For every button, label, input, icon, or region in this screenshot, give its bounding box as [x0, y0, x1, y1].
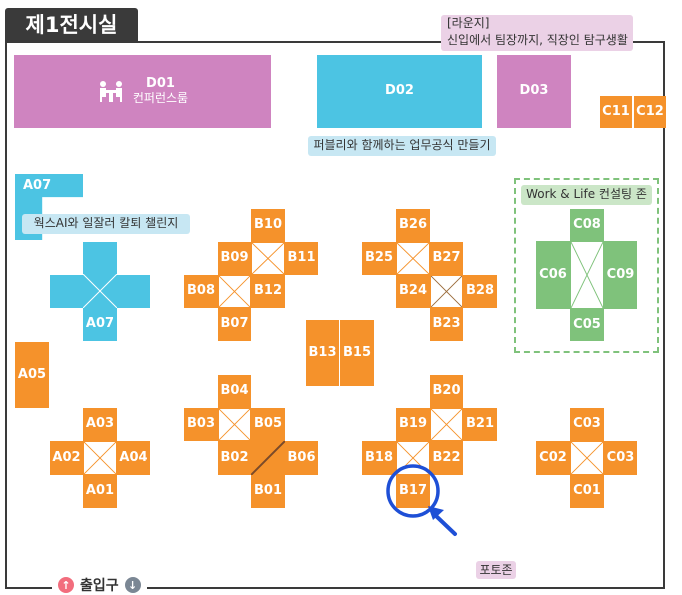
booth-A07-right[interactable] [117, 275, 150, 308]
booth-B26[interactable]: B26 [396, 209, 430, 242]
booth-B1x-hub-center [430, 408, 463, 441]
booth-B10[interactable]: B10 [251, 209, 285, 242]
booth-A02[interactable]: A02 [50, 441, 83, 475]
booth-A07-hub[interactable] [83, 274, 117, 308]
booth-A07-up[interactable] [83, 242, 117, 274]
booth-B04[interactable]: B04 [218, 375, 251, 408]
booth-B0x-hub-lower [251, 441, 285, 475]
booth-B25[interactable]: B25 [362, 242, 396, 275]
booth-D01[interactable]: D01 컨퍼런스룸 [14, 55, 271, 128]
booth-C01[interactable]: C01 [570, 475, 604, 508]
booth-B02[interactable]: B02 [218, 441, 251, 475]
booth-C03-top[interactable]: C03 [570, 408, 604, 441]
booth-sublabel: 컨퍼런스룸 [132, 91, 189, 106]
location-marker-icon [386, 464, 457, 536]
hall-border [5, 41, 665, 589]
a-zone-note: 웍스AI와 일잘러 칼퇴 챌린지 [22, 214, 190, 234]
booth-C05[interactable]: C05 [570, 309, 604, 341]
booth-B17[interactable]: B17 [396, 475, 430, 508]
booth-B20[interactable]: B20 [430, 375, 463, 408]
booth-B15[interactable]: B15 [340, 320, 374, 386]
booth-B24[interactable]: B24 [396, 275, 430, 308]
booth-B2x-hub-upper [396, 242, 430, 275]
booth-A05[interactable]: A05 [15, 342, 49, 408]
booth-B0x-hub-upper [218, 408, 251, 441]
booth-B21[interactable]: B21 [463, 408, 497, 441]
booth-B06[interactable]: B06 [285, 441, 318, 475]
booth-label: A07 [23, 178, 52, 193]
booth-C0x-hub [570, 441, 604, 475]
booth-B01[interactable]: B01 [251, 475, 285, 508]
booth-B27[interactable]: B27 [430, 242, 463, 275]
booth-C08[interactable]: C08 [570, 209, 604, 241]
booth-B2x-hub-lower [430, 275, 463, 308]
booth-B28[interactable]: B28 [463, 275, 497, 308]
meeting-people-icon [99, 81, 122, 103]
booth-B23[interactable]: B23 [430, 308, 463, 341]
booth-A07[interactable]: A07 [83, 308, 117, 341]
booth-B18[interactable]: B18 [362, 441, 396, 475]
booth-B05[interactable]: B05 [251, 408, 285, 441]
booth-B11[interactable]: B11 [285, 242, 318, 275]
booth-B07[interactable]: B07 [218, 308, 251, 341]
booth-B13[interactable]: B13 [306, 320, 339, 386]
booth-B-hub-upper [251, 242, 285, 275]
hall-title: 제1전시실 [5, 8, 138, 42]
booth-C06[interactable]: C06 [536, 241, 570, 309]
lounge-description: 신입에서 팀장까지, 직장인 탐구생활 [447, 33, 628, 47]
booth-B22[interactable]: B22 [430, 441, 463, 475]
booth-D02[interactable]: D02 [317, 55, 482, 128]
arrow-down-icon: ↓ [124, 577, 141, 593]
booth-A03[interactable]: A03 [83, 408, 117, 441]
booth-A07-left[interactable] [50, 275, 83, 308]
lounge-label: [라운지] 신입에서 팀장까지, 직장인 탐구생활 [441, 15, 633, 51]
booth-A04[interactable]: A04 [117, 441, 150, 475]
booth-B-hub-lower [218, 275, 251, 308]
c-zone-note: Work & Life 컨설팅 존 [521, 185, 652, 205]
lounge-title: [라운지] [447, 16, 490, 30]
booth-C12[interactable]: C12 [634, 96, 666, 128]
d-zone-note: 퍼블리와 함께하는 업무공식 만들기 [308, 136, 496, 156]
booth-C09[interactable]: C09 [604, 241, 637, 309]
booth-B19[interactable]: B19 [396, 408, 430, 441]
booth-A01[interactable]: A01 [83, 475, 117, 508]
entrance-label: 출입구 [80, 578, 119, 594]
booth-B03[interactable]: B03 [184, 408, 218, 441]
booth-C02[interactable]: C02 [536, 441, 570, 475]
photo-zone-label: 포토존 [476, 561, 516, 579]
booth-B12[interactable]: B12 [251, 275, 285, 308]
entrance: ↑ 출입구 ↓ [52, 575, 147, 595]
booth-C11[interactable]: C11 [600, 96, 632, 128]
arrow-up-icon: ↑ [58, 577, 74, 593]
booth-A-hub [83, 441, 117, 475]
booth-C03-right[interactable]: C03 [604, 441, 637, 475]
c-zone-border [514, 178, 659, 353]
booth-C-zone-hub [570, 241, 604, 309]
booth-B08[interactable]: B08 [184, 275, 218, 308]
booth-B09[interactable]: B09 [218, 242, 251, 275]
booth-D03[interactable]: D03 [497, 55, 571, 128]
booth-label: D01 [146, 76, 175, 92]
